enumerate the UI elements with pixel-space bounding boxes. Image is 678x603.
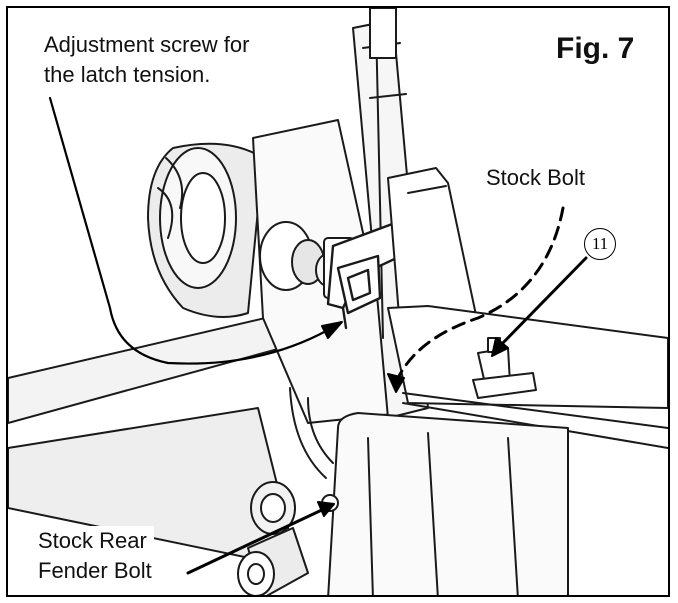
part-number-badge: 11 [584, 228, 616, 260]
knob [147, 142, 264, 318]
fender-panel [289, 305, 668, 595]
rear-fender-callout-line1: Stock Rear [38, 528, 147, 553]
stock-bolt-arrowhead [491, 337, 509, 357]
rear-fender-bolt [237, 481, 339, 595]
adjustment-arrowhead [321, 321, 343, 339]
rear-fender-arrowhead [317, 501, 335, 517]
stock-bolt-callout: Stock Bolt [486, 165, 586, 190]
figure-title: Fig. 7 [556, 32, 635, 65]
stock-bolt [472, 337, 537, 399]
latch-assembly-drawing [8, 8, 668, 595]
adjustment-screw-callout: Adjustment screw for the latch tension. [44, 30, 249, 90]
adjustment-callout-line2: the latch tension. [44, 62, 211, 87]
figure-frame: Adjustment screw for the latch tension. … [6, 6, 670, 597]
adjustment-callout-line1: Adjustment screw for [44, 32, 250, 57]
stock-bolt-dashed-arrowhead [387, 373, 405, 393]
rear-fender-leader [186, 506, 328, 575]
adjustment-leader-line [48, 96, 330, 365]
rear-fender-callout-line2: Fender Bolt [38, 558, 152, 583]
stock-bolt-dashed-leader [396, 206, 565, 380]
stock-bolt-leader [496, 256, 588, 350]
rear-fender-bolt-callout: Stock Rear Fender Bolt [36, 526, 154, 586]
